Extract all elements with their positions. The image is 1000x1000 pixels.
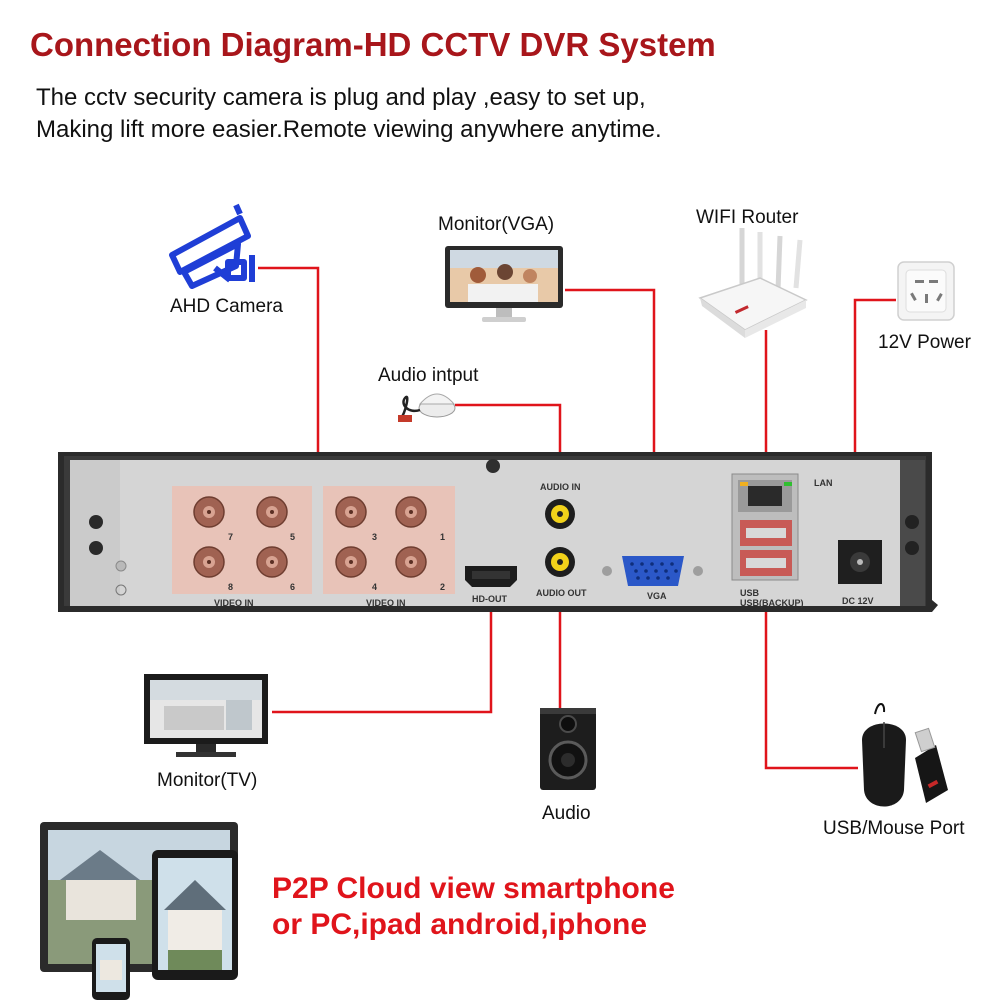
usb-port-label: USB [740,588,760,598]
channel-8-label: 8 [228,582,233,592]
vga-monitor-icon [445,246,563,322]
wire-camera [258,266,320,492]
audio-in-port-label: AUDIO IN [540,482,581,492]
p2p-line-1: P2P Cloud view smartphone [272,872,675,905]
monitor-tv-label: Monitor(TV) [157,770,258,791]
wire-hd-out [272,582,493,714]
power-outlet-icon [897,261,955,321]
channel-2-label: 2 [440,582,445,592]
channel-4-label: 4 [372,582,377,592]
intro-line-1: The cctv security camera is plug and pla… [36,84,646,111]
power-label: 12V Power [878,332,971,353]
vga-port-label: VGA [647,591,667,601]
speaker-icon [540,708,596,790]
dvr-recorder: 7 5 8 6 3 1 4 2 VIDEO IN VIDEO IN AUDIO … [58,452,938,612]
video-in-right-label: VIDEO IN [366,598,406,608]
channel-7-label: 7 [228,532,233,542]
intro-line-2: Making lift more easier.Remote viewing a… [36,116,662,143]
channel-5-label: 5 [290,532,295,542]
usb-mouse-icon [862,703,948,807]
wire-usb [764,565,858,770]
ahd-camera-label: AHD Camera [170,296,283,317]
audio-label: Audio [542,803,591,824]
audio-out-port-label: AUDIO OUT [536,588,587,598]
tv-monitor-icon [144,674,268,757]
wifi-router-icon [698,228,808,338]
microphone-icon [398,393,456,422]
diagram-title: Connection Diagram-HD CCTV DVR System [30,26,716,63]
cctv-camera-icon [169,203,255,289]
p2p-line-2: or PC,ipad android,iphone [272,908,647,941]
lan-port-label: LAN [814,478,833,488]
monitor-vga-label: Monitor(VGA) [438,214,555,235]
hd-out-port-label: HD-OUT [472,594,507,604]
usb-backup-port-label: USB(BACKUP) [740,598,804,608]
video-in-left-label: VIDEO IN [214,598,254,608]
channel-1-label: 1 [440,532,445,542]
wifi-router-label: WIFI Router [696,207,799,228]
audio-input-label: Audio intput [378,365,479,386]
usb-mouse-label: USB/Mouse Port [823,818,965,839]
channel-6-label: 6 [290,582,295,592]
dc-port-label: DC 12V [842,596,874,606]
channel-3-label: 3 [372,532,377,542]
remote-devices-icon [40,822,238,1000]
